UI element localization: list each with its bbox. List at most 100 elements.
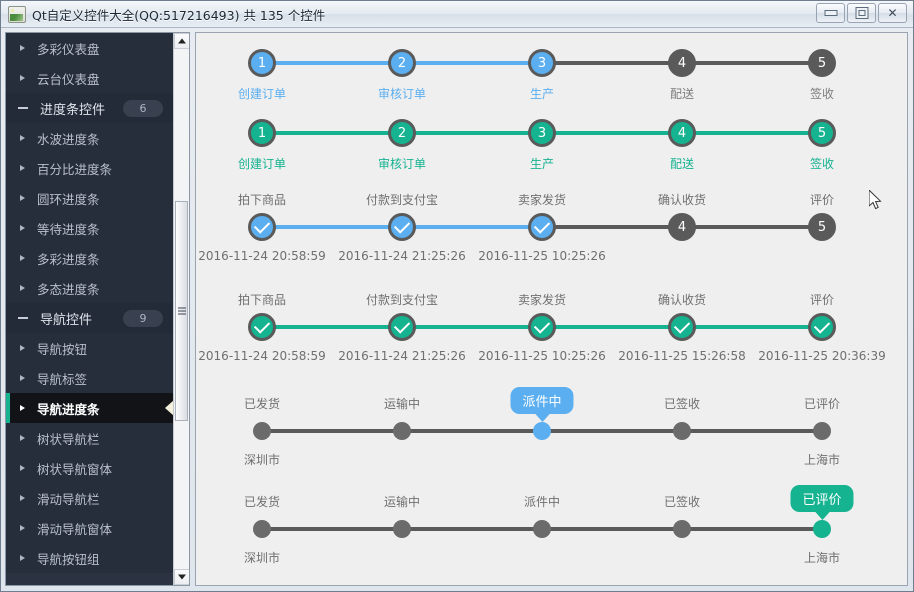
- stepper-node-5[interactable]: [808, 313, 836, 341]
- sidebar-item-label: 滑动导航窗体: [37, 521, 113, 537]
- stepper-label: 配送: [669, 87, 695, 101]
- tracker-dot-1[interactable]: [253, 520, 271, 538]
- sidebar-item-6[interactable]: 等待进度条: [6, 213, 173, 243]
- scrollbar-thumb[interactable]: [175, 201, 188, 421]
- sidebar-item-0[interactable]: 多彩仪表盘: [6, 33, 173, 63]
- stepper-node-3[interactable]: [528, 213, 556, 241]
- stepper-label: 生产: [529, 157, 555, 171]
- stepper-node-3[interactable]: 3: [528, 49, 556, 77]
- chevron-right-icon: [20, 195, 25, 201]
- stepper-node-2[interactable]: 2: [388, 119, 416, 147]
- stepper-node-4[interactable]: 4: [668, 49, 696, 77]
- sidebar-item-11[interactable]: 导航标签: [6, 363, 173, 393]
- stepper-node-number: 5: [817, 55, 827, 71]
- stepper-label: 评价: [809, 293, 835, 307]
- tracker-dot-1[interactable]: [253, 422, 271, 440]
- sidebar-section-badge: 6: [123, 99, 163, 117]
- sidebar-item-5[interactable]: 圆环进度条: [6, 183, 173, 213]
- stepper-connector: [542, 225, 682, 229]
- sidebar-scrollbar[interactable]: [173, 33, 189, 585]
- dot-blue-tracker[interactable]: 已发货深圳市运输中派件中已签收已评价上海市: [196, 383, 907, 481]
- sidebar-item-17[interactable]: 导航按钮组: [6, 543, 173, 573]
- sidebar-item-label: 导航进度条: [37, 401, 100, 417]
- stepper-label: 签收: [809, 157, 835, 171]
- sidebar-item-10[interactable]: 导航按钮: [6, 333, 173, 363]
- sidebar-item-16[interactable]: 滑动导航窗体: [6, 513, 173, 543]
- stepper-connector: [262, 131, 402, 135]
- tracker-dot-5[interactable]: [813, 520, 831, 538]
- stepper-node-1[interactable]: 1: [248, 119, 276, 147]
- stepper-node-3[interactable]: [528, 313, 556, 341]
- stepper-node-2[interactable]: [388, 213, 416, 241]
- close-button[interactable]: ✕: [878, 3, 907, 23]
- maximize-icon: [855, 7, 868, 19]
- minimize-icon: [824, 10, 837, 16]
- tracker-dot-3[interactable]: [533, 422, 551, 440]
- sidebar-item-15[interactable]: 滑动导航栏: [6, 483, 173, 513]
- active-pointer-icon: [165, 400, 173, 416]
- stepper-node-2[interactable]: [388, 313, 416, 341]
- stepper-node-2[interactable]: 2: [388, 49, 416, 77]
- stepper-node-number: 5: [817, 219, 827, 235]
- check-icon: [393, 317, 411, 334]
- check-icon: [253, 317, 271, 334]
- stepper-node-4[interactable]: [668, 313, 696, 341]
- stepper-node-3[interactable]: 3: [528, 119, 556, 147]
- stepper-connector: [402, 61, 542, 65]
- sidebar-item-label: 云台仪表盘: [37, 71, 100, 87]
- chevron-right-icon: [20, 75, 25, 81]
- tracker-dot-4[interactable]: [673, 422, 691, 440]
- stepper-node-5[interactable]: 5: [808, 49, 836, 77]
- chevron-right-icon: [20, 255, 25, 261]
- tracker-dot-3[interactable]: [533, 520, 551, 538]
- scroll-down-button[interactable]: [174, 569, 189, 585]
- maximize-button[interactable]: [847, 3, 876, 23]
- minimize-button[interactable]: [816, 3, 845, 23]
- stepper-node-5[interactable]: 5: [808, 119, 836, 147]
- sidebar-item-8[interactable]: 多态进度条: [6, 273, 173, 303]
- window-title: Qt自定义控件大全(QQ:517216493) 共 135 个控件: [32, 7, 326, 23]
- stepper-node-1[interactable]: 1: [248, 49, 276, 77]
- stepper-connector: [262, 225, 402, 229]
- dot-green-tracker[interactable]: 已发货深圳市运输中派件中已签收已评价上海市: [196, 481, 907, 581]
- stepper-label: 卖家发货: [517, 193, 567, 207]
- sidebar-item-3[interactable]: 水波进度条: [6, 123, 173, 153]
- scroll-up-button[interactable]: [174, 33, 189, 49]
- sidebar-item-label: 百分比进度条: [37, 161, 113, 177]
- stepper-node-4[interactable]: 4: [668, 119, 696, 147]
- sidebar-item-7[interactable]: 多彩进度条: [6, 243, 173, 273]
- chevron-right-icon: [20, 345, 25, 351]
- tracker-tooltip: 已评价: [790, 485, 854, 512]
- stepper-node-4[interactable]: 4: [668, 213, 696, 241]
- stepper-node-5[interactable]: 5: [808, 213, 836, 241]
- sidebar-item-4[interactable]: 百分比进度条: [6, 153, 173, 183]
- sidebar-item-1[interactable]: 云台仪表盘: [6, 63, 173, 93]
- stepper-node-1[interactable]: [248, 213, 276, 241]
- sidebar-item-label: 多彩进度条: [37, 251, 100, 267]
- sidebar-item-13[interactable]: 树状导航栏: [6, 423, 173, 453]
- sidebar-item-12[interactable]: 导航进度条: [6, 393, 173, 423]
- chevron-right-icon: [20, 285, 25, 291]
- stepper-node-1[interactable]: [248, 313, 276, 341]
- check-icon: [393, 217, 411, 234]
- tracker-dot-2[interactable]: [393, 422, 411, 440]
- tracker-dot-5[interactable]: [813, 422, 831, 440]
- sidebar-item-14[interactable]: 树状导航窗体: [6, 453, 173, 483]
- check-icon: [813, 317, 831, 334]
- stepper-connector: [542, 131, 682, 135]
- tracker-dot-2[interactable]: [393, 520, 411, 538]
- check-icon: [533, 217, 551, 234]
- tracker-dot-4[interactable]: [673, 520, 691, 538]
- collapse-minus-icon: [18, 107, 28, 109]
- title-bar: Qt自定义控件大全(QQ:517216493) 共 135 个控件 ✕: [1, 1, 913, 28]
- chevron-right-icon: [20, 225, 25, 231]
- app-image-icon: [8, 5, 26, 23]
- tracker-label: 已签收: [663, 495, 701, 509]
- stepper-node-number: 5: [817, 125, 827, 141]
